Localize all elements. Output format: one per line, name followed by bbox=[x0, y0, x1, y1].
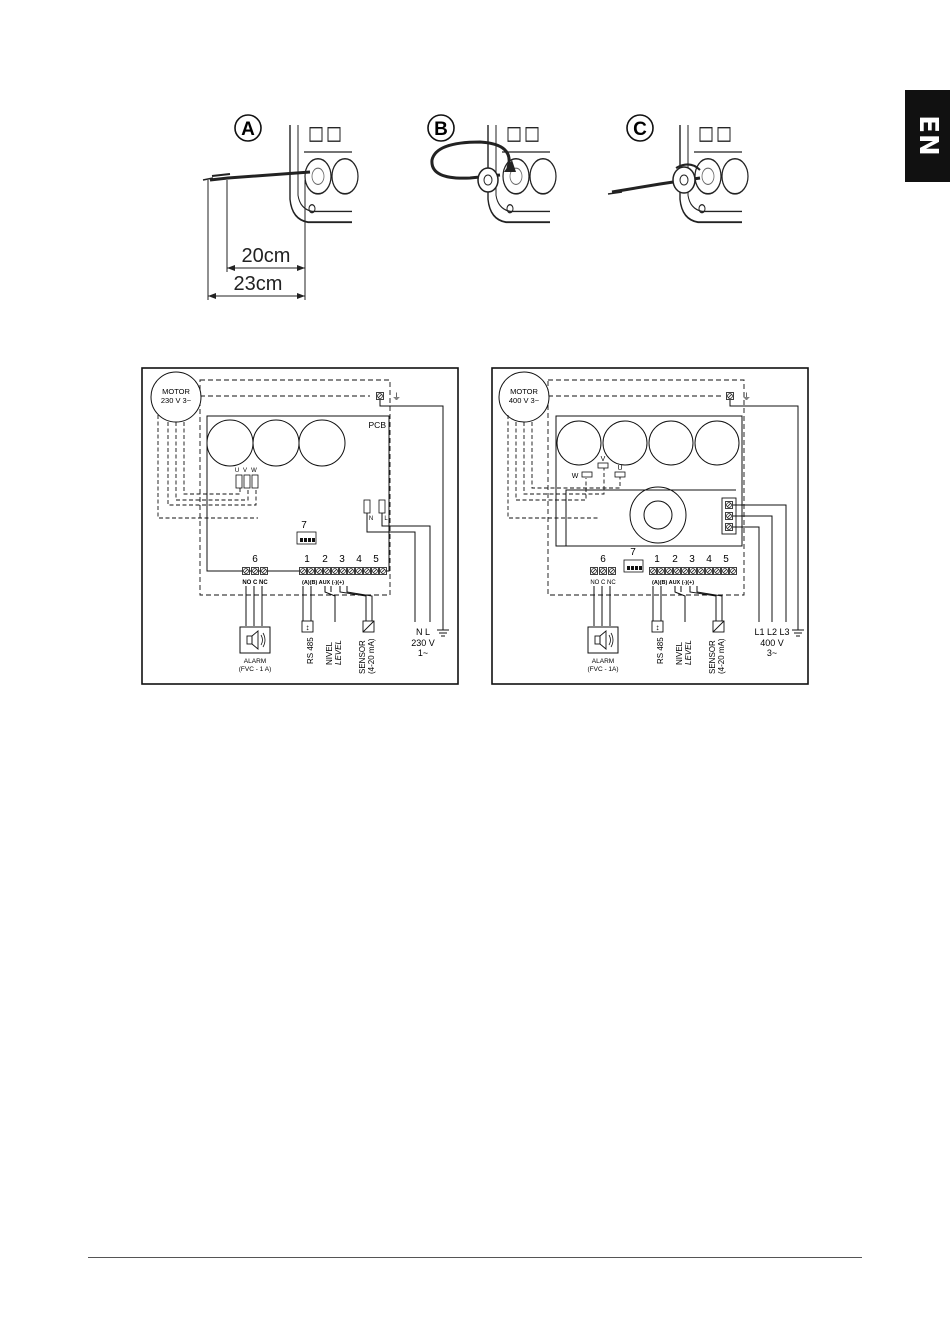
term-5-left: 5 bbox=[373, 554, 379, 565]
rs485-label-right: RS 485 bbox=[656, 637, 665, 664]
alarm-spec-right: (FVC - 1A) bbox=[587, 666, 618, 673]
supply-terminals-left: N L bbox=[416, 627, 430, 637]
phase-u-left: U bbox=[235, 468, 239, 474]
dip-switch-number-left: 7 bbox=[301, 520, 307, 531]
svg-text:↕: ↕ bbox=[306, 623, 310, 632]
alarm-speaker-icon-left bbox=[240, 627, 270, 653]
alarm-label-left: ALARM bbox=[244, 658, 266, 665]
sensor-range-left: (4-20 mA) bbox=[367, 638, 376, 674]
svg-text:↕: ↕ bbox=[656, 623, 660, 632]
sensor-label-right: SENSOR bbox=[708, 640, 717, 674]
sensor-range-right: (4-20 mA) bbox=[717, 638, 726, 674]
motor-label-left: MOTOR bbox=[162, 387, 190, 396]
relay-terminals-right: NO C NC bbox=[590, 580, 616, 586]
supply-voltage-right: 400 V bbox=[760, 638, 784, 648]
term-4-left: 4 bbox=[356, 554, 362, 565]
motor-rating-left: 230 V 3~ bbox=[161, 396, 192, 405]
term-3-left: 3 bbox=[339, 554, 345, 565]
step-a-illustration: A 20cm 23cm bbox=[203, 115, 358, 300]
step-c-label: C bbox=[633, 119, 647, 140]
dip-switch-number-right: 7 bbox=[630, 547, 636, 558]
phase-v-left: V bbox=[243, 468, 247, 474]
step-a-label: A bbox=[241, 119, 255, 140]
term-2-right: 2 bbox=[672, 554, 678, 565]
supply-voltage-left: 230 V bbox=[411, 638, 435, 648]
supply-lines-right: L1 L2 L3 bbox=[754, 627, 789, 637]
relay-number-left: 6 bbox=[252, 554, 258, 565]
phase-u-right: U bbox=[617, 465, 622, 472]
level-nivel-right: NIVEL bbox=[675, 641, 684, 665]
ferrite-core-installed bbox=[673, 167, 695, 193]
wiring-diagram-230v: PCB MOTOR 230 V 3~ U V W ⏚ N L N L 23 bbox=[142, 368, 458, 684]
rs485-label-left: RS 485 bbox=[306, 637, 315, 664]
supply-phase-left: 1~ bbox=[418, 648, 428, 658]
wiring-diagram-400v: MOTOR 400 V 3~ W V U ⏚ L1 L2 L3 400 V 3~… bbox=[492, 368, 808, 684]
step-b-label: B bbox=[434, 119, 448, 140]
phase-v-right: V bbox=[601, 456, 606, 463]
footer-rule bbox=[88, 1257, 862, 1258]
pcb-board-right bbox=[556, 416, 742, 546]
level-nivel-left: NIVEL bbox=[325, 641, 334, 665]
phase-w-right: W bbox=[572, 473, 579, 480]
pcb-board-left bbox=[207, 416, 389, 571]
alarm-spec-left: (FVC - 1 A) bbox=[239, 666, 272, 673]
svg-text:⏚: ⏚ bbox=[742, 392, 751, 402]
step-b-illustration: B bbox=[428, 115, 556, 222]
step-a-cable bbox=[210, 172, 310, 180]
term-1-right: 1 bbox=[654, 554, 660, 565]
line-tag-left: L bbox=[384, 516, 388, 522]
motor-rating-right: 400 V 3~ bbox=[509, 396, 540, 405]
alarm-label-right: ALARM bbox=[592, 658, 614, 665]
dimension-23cm: 23cm bbox=[234, 273, 283, 295]
alarm-speaker-icon-right bbox=[588, 627, 618, 653]
supply-phase-right: 3~ bbox=[767, 648, 777, 658]
phase-w-left: W bbox=[251, 468, 257, 474]
pcb-label: PCB bbox=[369, 420, 387, 430]
terminal-block-left bbox=[300, 568, 387, 575]
svg-text:⏚: ⏚ bbox=[392, 392, 401, 402]
term-4-right: 4 bbox=[706, 554, 712, 565]
step-c-illustration: C bbox=[608, 115, 748, 222]
motor-label-right: MOTOR bbox=[510, 387, 538, 396]
level-level-right: LEVEL bbox=[684, 640, 693, 665]
level-level-left: LEVEL bbox=[334, 640, 343, 665]
term-1-left: 1 bbox=[304, 554, 310, 565]
term-2-left: 2 bbox=[322, 554, 328, 565]
bus-terminals-left: (A)(B) AUX (-)(+) bbox=[302, 580, 344, 586]
step-b-cable-loop bbox=[432, 142, 509, 178]
sensor-label-left: SENSOR bbox=[358, 640, 367, 674]
dimension-20cm: 20cm bbox=[242, 245, 291, 267]
relay-terminals-left: NO C NC bbox=[242, 580, 268, 586]
neutral-tag-left: N bbox=[369, 516, 373, 522]
wiring-diagrams-figure: PCB MOTOR 230 V 3~ U V W ⏚ N L N L 23 bbox=[0, 360, 950, 700]
ferrite-core bbox=[478, 168, 498, 192]
cable-steps-figure: A 20cm 23cm B C bbox=[0, 0, 950, 320]
relay-number-right: 6 bbox=[600, 554, 606, 565]
bus-terminals-right: (A)(B) AUX (-)(+) bbox=[652, 580, 694, 586]
term-5-right: 5 bbox=[723, 554, 729, 565]
term-3-right: 3 bbox=[689, 554, 695, 565]
terminal-block-right bbox=[650, 568, 737, 575]
